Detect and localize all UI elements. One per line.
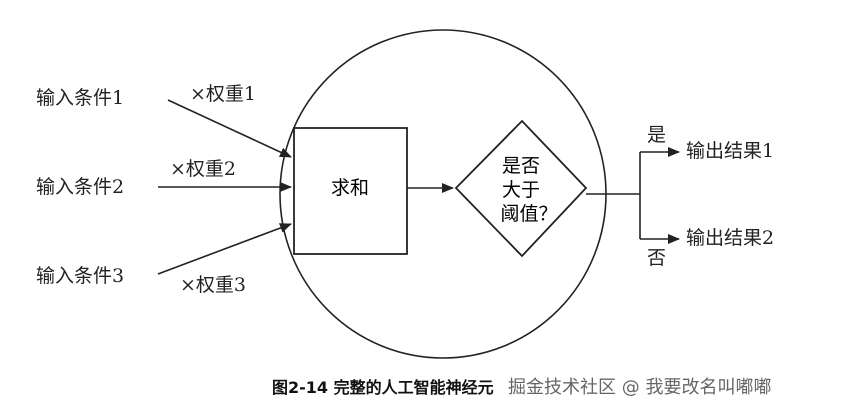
input-label-2: 输入条件2 <box>36 176 125 198</box>
output-label-1: 输出结果1 <box>686 140 775 162</box>
decision-line-1: 是否 <box>502 155 540 177</box>
sum-box <box>293 127 408 255</box>
weight-label-1: ×权重1 <box>190 83 257 105</box>
decision-diamond <box>454 119 588 258</box>
decision-line-3: 阈值？ <box>500 203 557 225</box>
decision-line-2: 大于 <box>502 179 540 201</box>
weight-label-3: ×权重3 <box>180 274 247 296</box>
input-arrow-3 <box>157 223 292 275</box>
branch-no-label: 否 <box>647 247 667 269</box>
input-arrow-1 <box>167 99 292 158</box>
weight-label-2: ×权重2 <box>170 158 237 180</box>
input-label-3: 输入条件3 <box>36 265 125 287</box>
branch-yes-label: 是 <box>647 124 667 146</box>
sum-label: 求和 <box>331 177 369 199</box>
figure-caption: 图2-14 完整的人工智能神经元 <box>272 378 494 397</box>
watermark: 掘金技术社区 @ 我要改名叫嘟嘟 <box>508 377 772 398</box>
input-label-1: 输入条件1 <box>36 87 125 109</box>
output-label-2: 输出结果2 <box>686 227 775 249</box>
